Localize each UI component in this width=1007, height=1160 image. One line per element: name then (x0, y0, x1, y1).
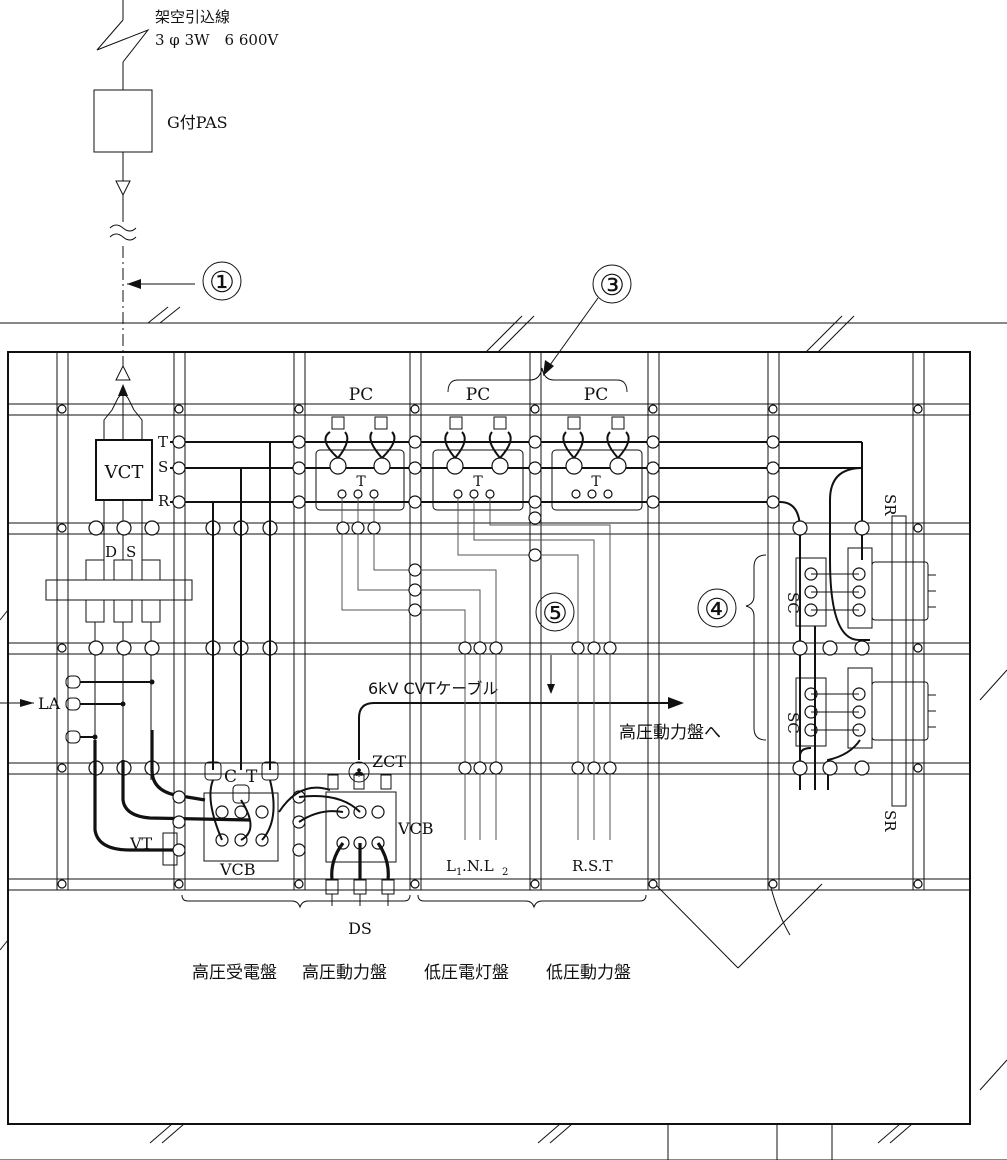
arrow-icon (127, 279, 141, 289)
zct-icon (348, 761, 370, 783)
vcb2-label: VCB (397, 819, 434, 838)
sc-bottom-label: SC (784, 712, 802, 734)
pc-t-2: T (473, 474, 483, 490)
pas-label: G付PAS (167, 113, 228, 132)
vcb-receiving: VCB VT (129, 779, 306, 879)
vcb1-label: VCB (219, 860, 256, 879)
phase-s: S (158, 458, 168, 476)
panel-hv-power: 高圧動力盤 (302, 963, 387, 983)
pc-label-1: PC (349, 385, 373, 405)
callout-1: ① (127, 261, 242, 301)
ct-c: C (224, 767, 237, 787)
lv-wiring: L 1 .N.L 2 R.S.T (336, 498, 617, 878)
arrow-right-icon (668, 697, 684, 709)
arrow-icon (20, 699, 34, 707)
zct-label: ZCT (372, 752, 406, 771)
pc-label-2: PC (466, 385, 490, 405)
vct-label: VCT (104, 462, 144, 483)
lv-lamp-L: L (446, 857, 456, 875)
cable-head-icon (115, 180, 131, 197)
capacitor-banks: SC SC SR SR ④ (697, 494, 936, 832)
vct-box (95, 439, 153, 501)
cable-racks (8, 352, 970, 891)
current-transformer: C T (204, 761, 279, 804)
cable-label: 6kV CVTケーブル (368, 679, 498, 698)
vcb-power: VCB DS (278, 774, 434, 938)
sc-top-label: SC (784, 592, 802, 614)
vct-unit: VCT T S R (95, 384, 863, 790)
panel-names: 高圧受電盤 高圧動力盤 低圧電灯盤 低圧動力盤 (181, 894, 647, 983)
panel-lv-lighting: 低圧電灯盤 (424, 963, 509, 983)
la-label: LA (38, 694, 61, 713)
pc-t-1: T (356, 474, 366, 490)
ct-t: T (246, 767, 258, 787)
lv-lamp-rest: .N.L (462, 857, 494, 875)
arrow-icon (543, 360, 554, 376)
callout-4-label: ④ (704, 592, 730, 626)
callout-1-label: ① (209, 265, 235, 299)
lv-lamp-sub1: 1 (456, 867, 462, 878)
ds-bottom-icon (325, 879, 395, 906)
to-hv-panel-label: 高圧動力盤へ (619, 723, 721, 743)
pc-t-3: T (591, 474, 601, 490)
arrow-up-icon (118, 384, 128, 396)
phase-t: T (158, 433, 168, 451)
vt-label: VT (129, 834, 153, 853)
phase-r: R (158, 492, 170, 510)
ds-bottom-label: DS (348, 919, 372, 938)
callout-5: ⑤ (535, 592, 575, 632)
sr-bottom-label: SR (881, 810, 899, 832)
svg-text:♣: ♣ (354, 766, 365, 780)
zct-and-cable: ♣ ZCT 6kV CVTケーブル 高圧動力盤へ (348, 679, 721, 783)
callout-5-label: ⑤ (542, 596, 568, 630)
panel-hv-receiving: 高圧受電盤 (192, 963, 277, 983)
service-line-label: 架空引込線 (155, 8, 230, 26)
cable-head-icon-lower (115, 364, 131, 381)
pc-blocks: PC PC PC T T T (315, 385, 643, 511)
building-outline (0, 306, 1007, 1160)
ds-top-s: S (126, 543, 136, 561)
pas-box (93, 89, 153, 153)
callout-3: ③ (447, 264, 632, 393)
lv-power-label: R.S.T (572, 857, 613, 875)
ds-top-d: D (105, 543, 117, 561)
pc-label-3: PC (584, 385, 608, 405)
disconnect-switch-top: D S (45, 500, 278, 800)
sr-top-label: SR (881, 494, 899, 516)
lv-lamp-sub2: 2 (502, 867, 508, 878)
callout-3-label: ③ (599, 268, 625, 302)
service-entrance: 架空引込線 3 φ 3W 6 600V G付PAS (93, 0, 279, 381)
service-line-spec: 3 φ 3W 6 600V (155, 31, 279, 49)
lightning-arrester: LA (0, 675, 155, 744)
panel-lv-power: 低圧動力盤 (546, 963, 631, 983)
